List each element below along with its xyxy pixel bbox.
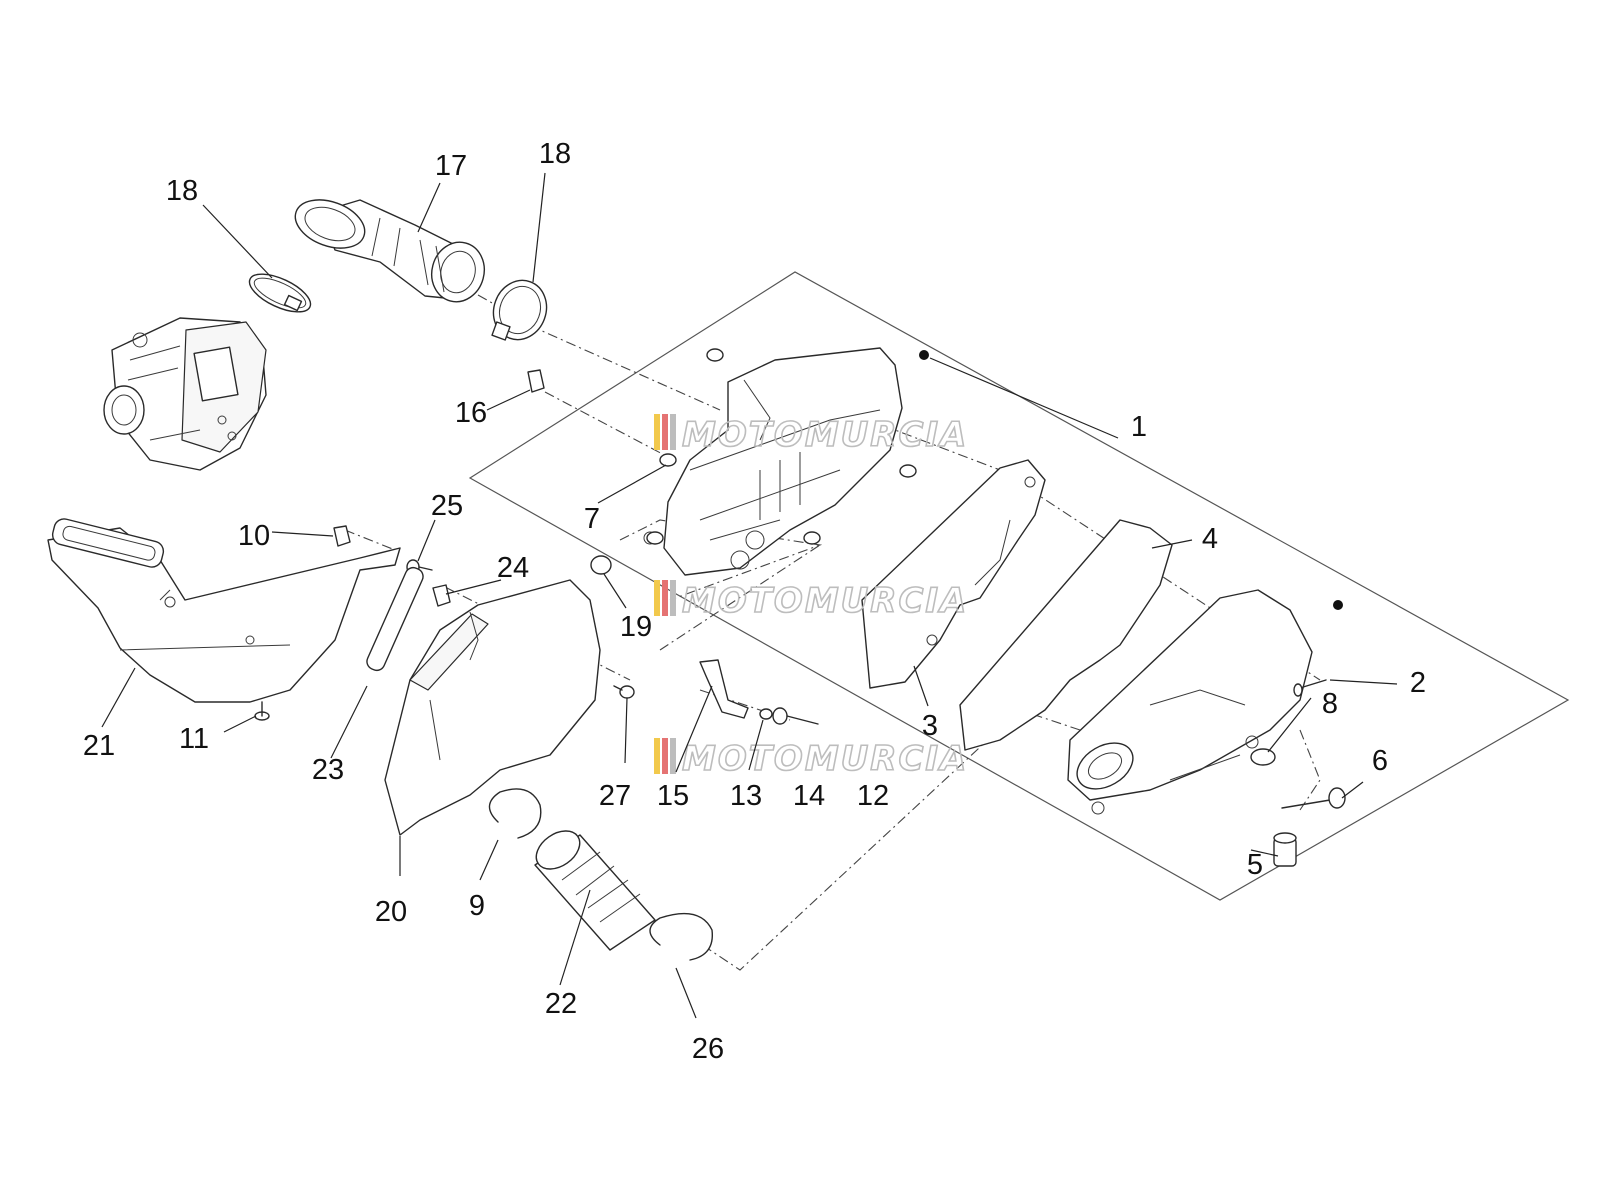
- callout-17: 17: [435, 150, 467, 182]
- reference-dot: [1333, 600, 1343, 610]
- inlet-cover: [384, 579, 601, 836]
- callout-1: 1: [1131, 411, 1147, 443]
- circlip-24: [649, 912, 714, 961]
- intake-elbow-duct: [294, 199, 485, 303]
- callout-6: 6: [1372, 745, 1388, 777]
- watermark-text: MOTOMURCIA: [682, 581, 968, 621]
- watermark: MOTOMURCIA: [654, 738, 968, 780]
- throttle-body: [103, 317, 267, 471]
- callout-labels: 18 17 18 16 1 4 2 3 8 6 5 7 10 25 24 19 …: [83, 138, 1426, 1065]
- callout-23: 23: [312, 754, 344, 786]
- airbox-housing: [643, 347, 903, 576]
- reference-dot: [919, 350, 929, 360]
- seal-strip-23: [366, 566, 424, 672]
- bellows-hose: [534, 830, 656, 951]
- speed-nut-25: [432, 584, 451, 607]
- watermark-text: MOTOMURCIA: [682, 415, 968, 455]
- screw-27: [613, 685, 635, 699]
- callout-7: 7: [584, 503, 600, 535]
- callout-12: 12: [857, 780, 889, 812]
- callout-3: 3: [922, 710, 938, 742]
- hose-clamp-left: [248, 273, 312, 313]
- callout-22: 22: [545, 988, 577, 1020]
- screw-11: [254, 701, 270, 721]
- watermark: MOTOMURCIA: [654, 580, 968, 622]
- o-ring-19: [590, 555, 612, 575]
- callout-16: 16: [455, 397, 487, 429]
- screw-2: [1293, 679, 1327, 697]
- bracket-15: [699, 659, 749, 719]
- circlip-9: [488, 788, 542, 839]
- callout-14: 14: [793, 780, 825, 812]
- callout-15: 15: [657, 780, 689, 812]
- airbox-cover: [1067, 589, 1313, 815]
- callout-5: 5: [1247, 849, 1263, 881]
- callout-19: 19: [620, 611, 652, 643]
- grommets-7: [646, 348, 917, 545]
- callout-20: 20: [375, 896, 407, 928]
- callout-13: 13: [730, 780, 762, 812]
- callout-18: 18: [166, 175, 198, 207]
- watermark: MOTOMURCIA: [654, 414, 968, 456]
- drain-screw-6: [1281, 787, 1346, 809]
- watermark-text: MOTOMURCIA: [682, 739, 968, 779]
- callout-9: 9: [469, 890, 485, 922]
- washer-13: [759, 708, 773, 720]
- callout-4: 4: [1202, 523, 1218, 555]
- callout-21: 21: [83, 730, 115, 762]
- leader-lines: [101, 172, 1398, 1019]
- callout-8: 8: [1322, 688, 1338, 720]
- callout-11: 11: [179, 723, 209, 755]
- kit-frame-outline: [468, 271, 1570, 901]
- resonator-duct: [47, 518, 401, 703]
- callout-10: 10: [238, 520, 270, 552]
- housing-gasket: [959, 519, 1173, 751]
- callout-18: 18: [539, 138, 571, 170]
- hose-clip-8: [1250, 748, 1276, 766]
- speed-nut-10: [333, 525, 351, 547]
- callout-25: 24: [497, 552, 529, 584]
- filter-element: [861, 459, 1046, 689]
- callout-26: 25: [431, 490, 463, 522]
- callout-2: 2: [1410, 667, 1426, 699]
- speed-nut-16: [527, 369, 545, 393]
- drain-plug-5: [1273, 832, 1297, 867]
- hose-clamp-right: [491, 279, 548, 341]
- callout-27: 27: [599, 780, 631, 812]
- callout-24: 26: [692, 1033, 724, 1065]
- bolt-14: [772, 707, 819, 725]
